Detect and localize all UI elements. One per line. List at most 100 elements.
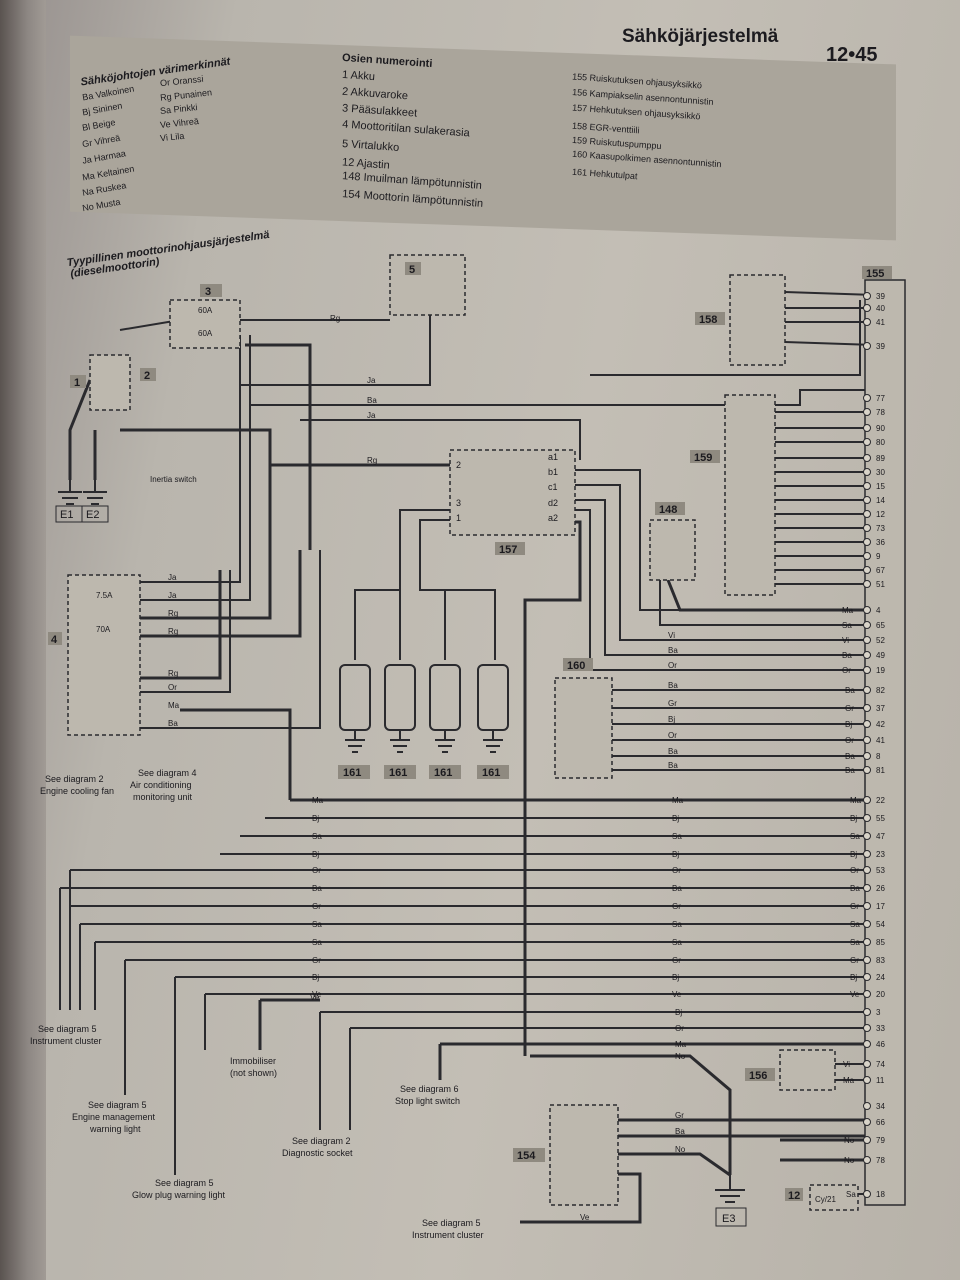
wire-label-160-4: Ba <box>668 747 678 756</box>
annotation-em2: Engine management <box>72 1112 156 1122</box>
wire-label-left-2: Sa <box>312 832 322 841</box>
wire-label-box4-0: Ja <box>168 573 177 582</box>
ecu-pin-14: 14 <box>876 496 885 505</box>
ecu-pin-connector <box>863 832 871 840</box>
wire-label-left-8: Sa <box>312 938 322 947</box>
ecu-pin-55: 55 <box>876 814 885 823</box>
ecu-pin-52: 52 <box>876 636 885 645</box>
annotation-imm2: (not shown) <box>230 1068 277 1078</box>
wire-label-left-7: Sa <box>312 920 322 929</box>
pin-157-c1: c1 <box>548 482 558 492</box>
wire-label-left-0: Ma <box>312 796 324 805</box>
wire-label-157out-1: Ba <box>668 646 678 655</box>
wire-label-160r-3: Or <box>845 736 854 745</box>
label-160: 160 <box>567 660 585 672</box>
ecu-pin-connector <box>863 884 871 892</box>
wire-label-mid-10: Bj <box>672 973 679 982</box>
wire-label-mid-8: Sa <box>672 938 682 947</box>
ecu-pin-connector <box>863 1076 871 1084</box>
label-159: 159 <box>694 452 712 464</box>
annotation-em3: warning light <box>89 1124 141 1134</box>
wire-label-left-10: Bj <box>312 973 319 982</box>
pin-157-b1: b1 <box>548 467 558 477</box>
wire-label-sa-12: Sa <box>846 1190 856 1199</box>
wire-label-160r-5: Ba <box>845 766 855 775</box>
ecu-pin-74: 74 <box>876 1060 885 1069</box>
label-161-a: 161 <box>343 767 361 779</box>
wire-label-right-0: Ma <box>850 796 862 805</box>
wire-label-left-11: Ve <box>312 990 322 999</box>
wire-label-low-1: Or <box>675 1024 684 1033</box>
ecu-pin-90: 90 <box>876 424 885 433</box>
ecu-pin-connector <box>863 956 871 964</box>
ecu-pin-79: 79 <box>876 1136 885 1145</box>
ecu-pin-connector <box>863 902 871 910</box>
wire-label-160-1: Gr <box>668 699 677 708</box>
wire-label-box4-4: Rg <box>168 669 178 678</box>
wire-label-ve-imm: Ve <box>310 993 320 1002</box>
ecu-pin-connector <box>863 538 871 546</box>
wire-label-right-1: Bj <box>850 814 857 823</box>
ecu-pin-53: 53 <box>876 866 885 875</box>
ecu-pin-47: 47 <box>876 832 885 841</box>
ecu-pin-connector <box>863 292 871 300</box>
wire-label-left-1: Bj <box>312 814 319 823</box>
pin-157-3: 3 <box>456 498 461 508</box>
ecu-pin-connector <box>863 651 871 659</box>
label-148: 148 <box>659 504 677 516</box>
fuse-70a: 70A <box>96 625 111 634</box>
pin-157-2: 2 <box>456 460 461 470</box>
glow-plug-3 <box>429 664 461 731</box>
wire-label-156-0: Vi <box>843 1060 850 1069</box>
wire-no-e3 <box>530 1054 732 1175</box>
ecu-pin-connector <box>863 866 871 874</box>
wire-label-right-4: Or <box>842 666 851 675</box>
wire-label-mid-7: Sa <box>672 920 682 929</box>
ecu-pin-67: 67 <box>876 566 885 575</box>
box-156-crank <box>779 1049 836 1091</box>
ecu-pin-83: 83 <box>876 956 885 965</box>
ecu-pin-73: 73 <box>876 524 885 533</box>
wire-label-left-9: Gr <box>312 956 321 965</box>
wire-label-mid-1: Bj <box>672 814 679 823</box>
ecu-pin-41: 41 <box>876 736 885 745</box>
ecu-pin-connector <box>863 510 871 518</box>
wire-label-right-1: Sa <box>842 621 852 630</box>
ecu-pin-78: 78 <box>876 1156 885 1165</box>
ecu-pin-connector <box>863 454 871 462</box>
annotation-d2a: See diagram 2 <box>45 774 104 784</box>
wire-label-mid-11: Ve <box>672 990 682 999</box>
ecu-pin-78: 78 <box>876 408 885 417</box>
ecu-pin-26: 26 <box>876 884 885 893</box>
ecu-pin-39: 39 <box>876 342 885 351</box>
wire-label-top-4: Rg <box>367 456 377 465</box>
label-158: 158 <box>699 314 717 326</box>
wire-label-box4-3: Rg <box>168 627 178 636</box>
pin-157-d2: d2 <box>548 498 558 508</box>
wire-label-right-0: Ma <box>842 606 854 615</box>
ecu-pin-connector <box>863 720 871 728</box>
annotation-ic1: See diagram 5 <box>422 1218 481 1228</box>
ecu-pin-connector <box>863 686 871 694</box>
ecu-pin-65: 65 <box>876 621 885 630</box>
wire-label-160r-4: Ba <box>845 752 855 761</box>
wire-label-right-4: Or <box>850 866 859 875</box>
cy21-label: Cy/21 <box>815 1195 836 1204</box>
glow-plug-2 <box>384 664 416 731</box>
ecu-pin-24: 24 <box>876 973 885 982</box>
box-4-fusebox <box>67 574 141 736</box>
ecu-pin-12: 12 <box>876 510 885 519</box>
wire-label-right-3: Ba <box>842 651 852 660</box>
wire-label-right-10: Bj <box>850 973 857 982</box>
ecu-pin-23: 23 <box>876 850 885 859</box>
ecu-pin-4: 4 <box>876 606 881 615</box>
wire-label-154-1: Ba <box>675 1127 685 1136</box>
wire-label-top-1: Ja <box>367 376 376 385</box>
label-161-b: 161 <box>389 767 407 779</box>
ecu-pin-connector <box>863 552 871 560</box>
ecu-pin-connector <box>863 990 871 998</box>
wire-label-mid-3: Bj <box>672 850 679 859</box>
label-157: 157 <box>499 544 517 556</box>
annotation-imm1: Immobiliser <box>230 1056 276 1066</box>
ecu-pin-connector <box>863 468 871 476</box>
